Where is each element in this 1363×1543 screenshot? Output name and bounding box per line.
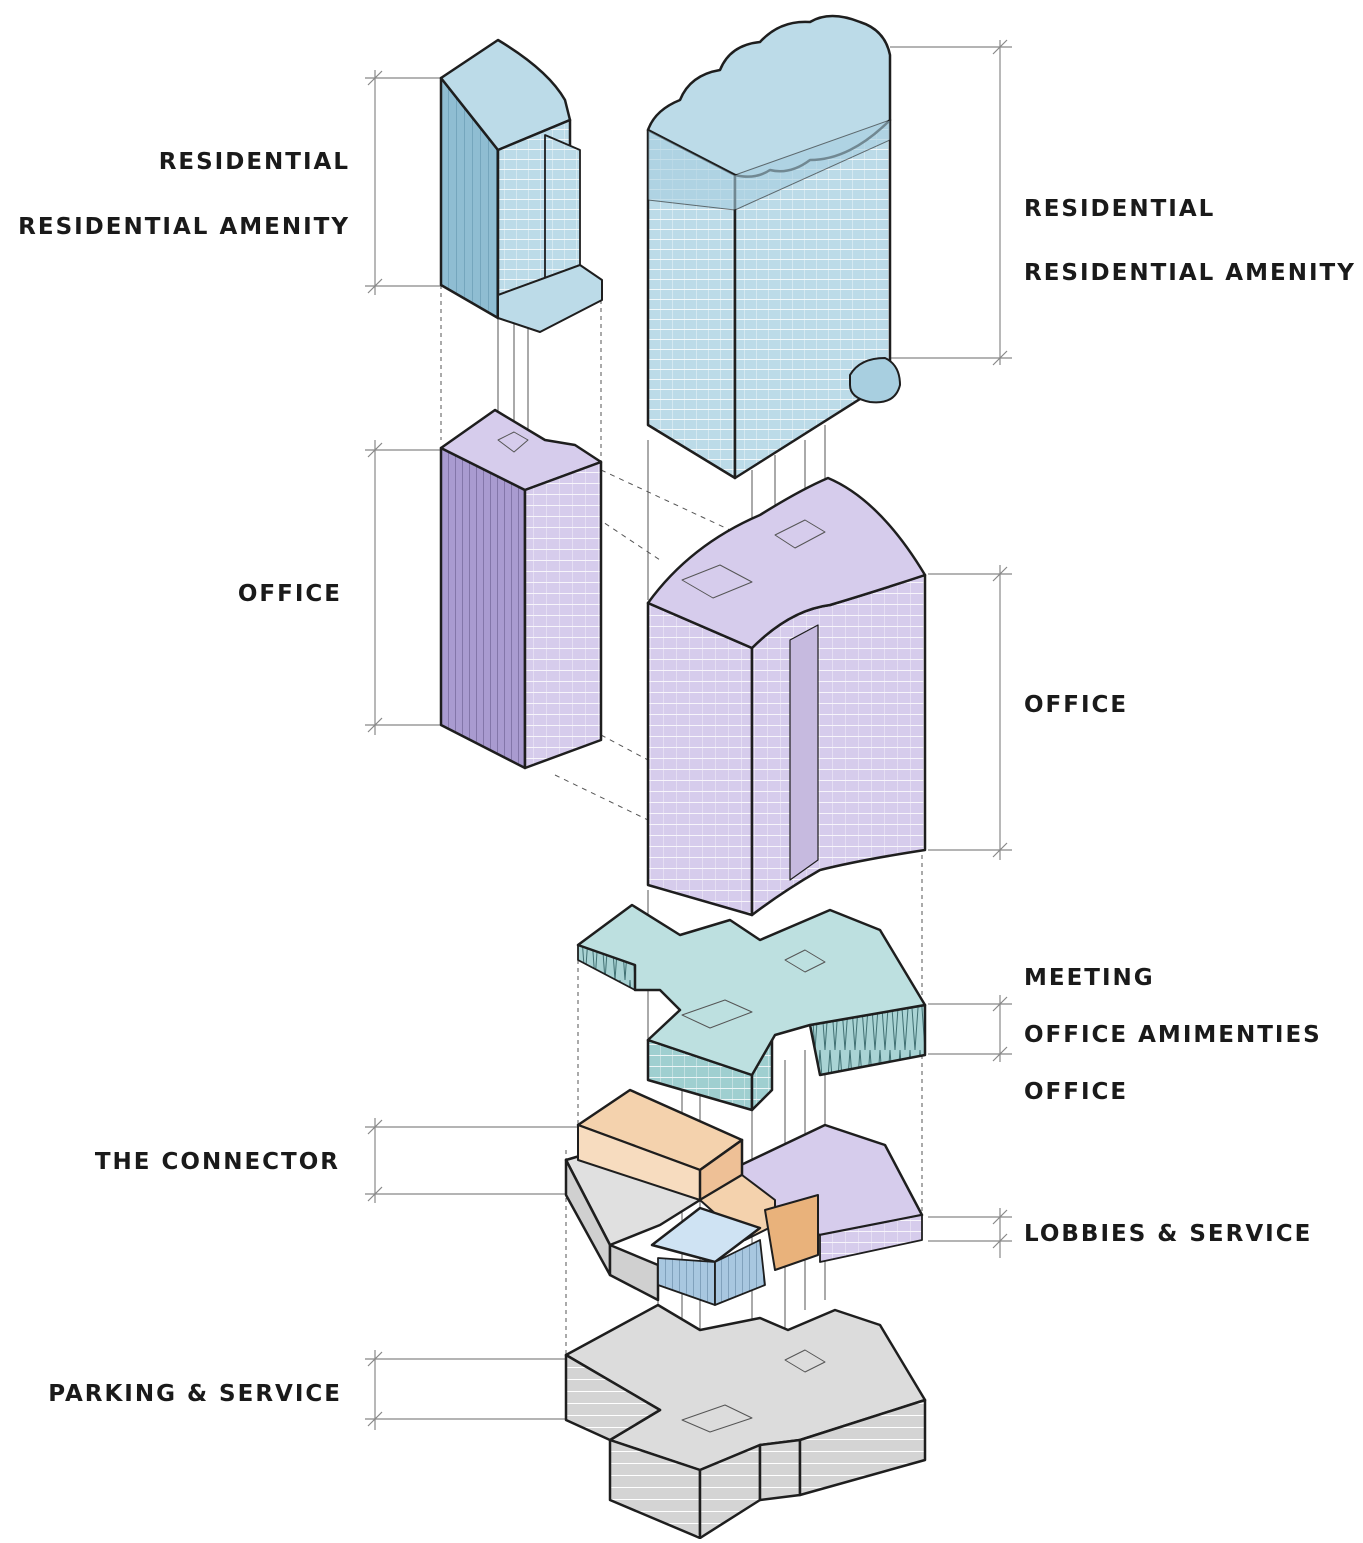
connector-tower-entry (764, 1194, 819, 1271)
label-left-residential: RESIDENTIAL (158, 149, 350, 175)
parking-service-base (564, 1303, 927, 1540)
left-office-dark-face (439, 446, 527, 770)
label-meeting: MEETING (1024, 965, 1155, 991)
office-lobby-face (819, 1214, 923, 1263)
residential-lobby-side (714, 1239, 766, 1306)
label-left-residential-amenity: RESIDENTIAL AMENITY (18, 214, 350, 240)
label-right-residential-amenity: RESIDENTIAL AMENITY (1024, 260, 1356, 286)
residential-lobby-top (650, 1206, 762, 1264)
left-office-light-face (523, 460, 603, 770)
left-residential-tower (439, 38, 603, 333)
label-lobbies-service: LOBBIES & SERVICE (1024, 1221, 1313, 1247)
dimension-markers (365, 39, 1012, 1430)
label-office-amenities: OFFICE AMIMENTIES (1024, 1022, 1322, 1048)
right-office-tower (646, 476, 927, 917)
label-connector: THE CONNECTOR (94, 1149, 340, 1175)
connector-lobbies-level (564, 1088, 924, 1306)
left-residential-roof (439, 38, 572, 152)
label-parking-service: PARKING & SERVICE (48, 1381, 342, 1407)
right-office-left-face (646, 601, 754, 917)
left-office-tower (439, 408, 603, 770)
residential-lobby-face (657, 1257, 716, 1306)
podium-meeting-amenities (576, 903, 927, 1112)
label-right-office: OFFICE (1024, 692, 1129, 718)
label-left-office: OFFICE (237, 581, 342, 607)
parking-face-c (758, 1438, 802, 1502)
left-residential-base (497, 264, 603, 333)
service-block-lower (608, 1243, 660, 1302)
right-residential-crown-band (647, 119, 891, 211)
right-office-roof (646, 476, 927, 650)
right-office-core-stair (789, 624, 819, 881)
label-right-residential: RESIDENTIAL (1024, 196, 1216, 222)
right-residential-amenity-drum (849, 357, 901, 404)
label-office-lower: OFFICE (1024, 1079, 1129, 1105)
right-residential-tower (646, 14, 901, 480)
parking-face-d (798, 1398, 927, 1497)
podium-top (576, 903, 927, 1077)
